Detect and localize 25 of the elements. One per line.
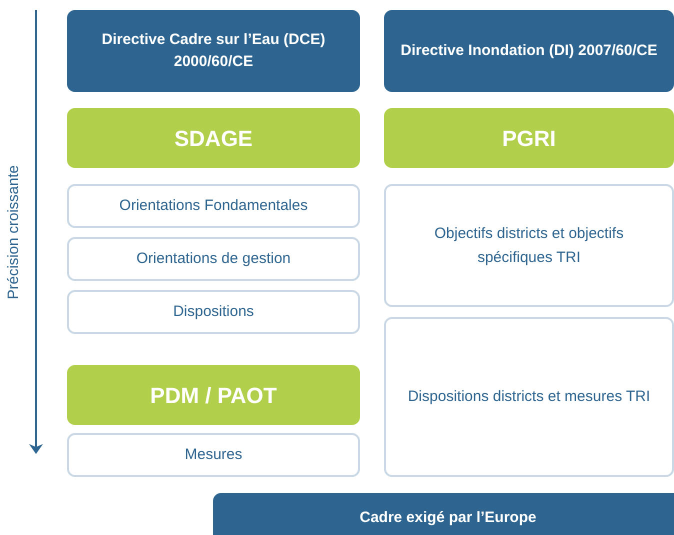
content-box: [67, 290, 360, 334]
box-text: Dispositions: [173, 302, 254, 322]
box-text: Dispositions districts et mesures TRI: [408, 387, 650, 407]
directive-box: [213, 493, 674, 535]
content-box: [67, 433, 360, 477]
box-text: Cadre exigé par l’Europe: [360, 508, 536, 528]
box-text: Directive Cadre sur l’Eau (DCE) 2000/60/CE: [100, 30, 326, 72]
box-text: Orientations Fondamentales: [119, 196, 308, 216]
box-text: Mesures: [184, 445, 242, 465]
plan-box: [67, 365, 360, 425]
plan-box: [384, 108, 674, 168]
directive-box: [384, 10, 674, 92]
box-text: PDM / PAOT: [150, 382, 277, 410]
box-text: Orientations de gestion: [136, 249, 291, 269]
content-box: [384, 184, 674, 307]
plan-box: [67, 108, 360, 168]
box-text: SDAGE: [174, 124, 253, 152]
box-text: Objectifs districts et objectifs spécifiques TRI: [433, 224, 625, 268]
axis-label: Précision croissante: [4, 164, 23, 300]
box-text: Directive Inondation (DI) 2007/60/CE: [400, 41, 658, 61]
content-box: [384, 317, 674, 477]
content-box: [67, 237, 360, 281]
directive-box: [67, 10, 360, 92]
content-box: [67, 184, 360, 228]
box-text: PGRI: [502, 124, 556, 152]
